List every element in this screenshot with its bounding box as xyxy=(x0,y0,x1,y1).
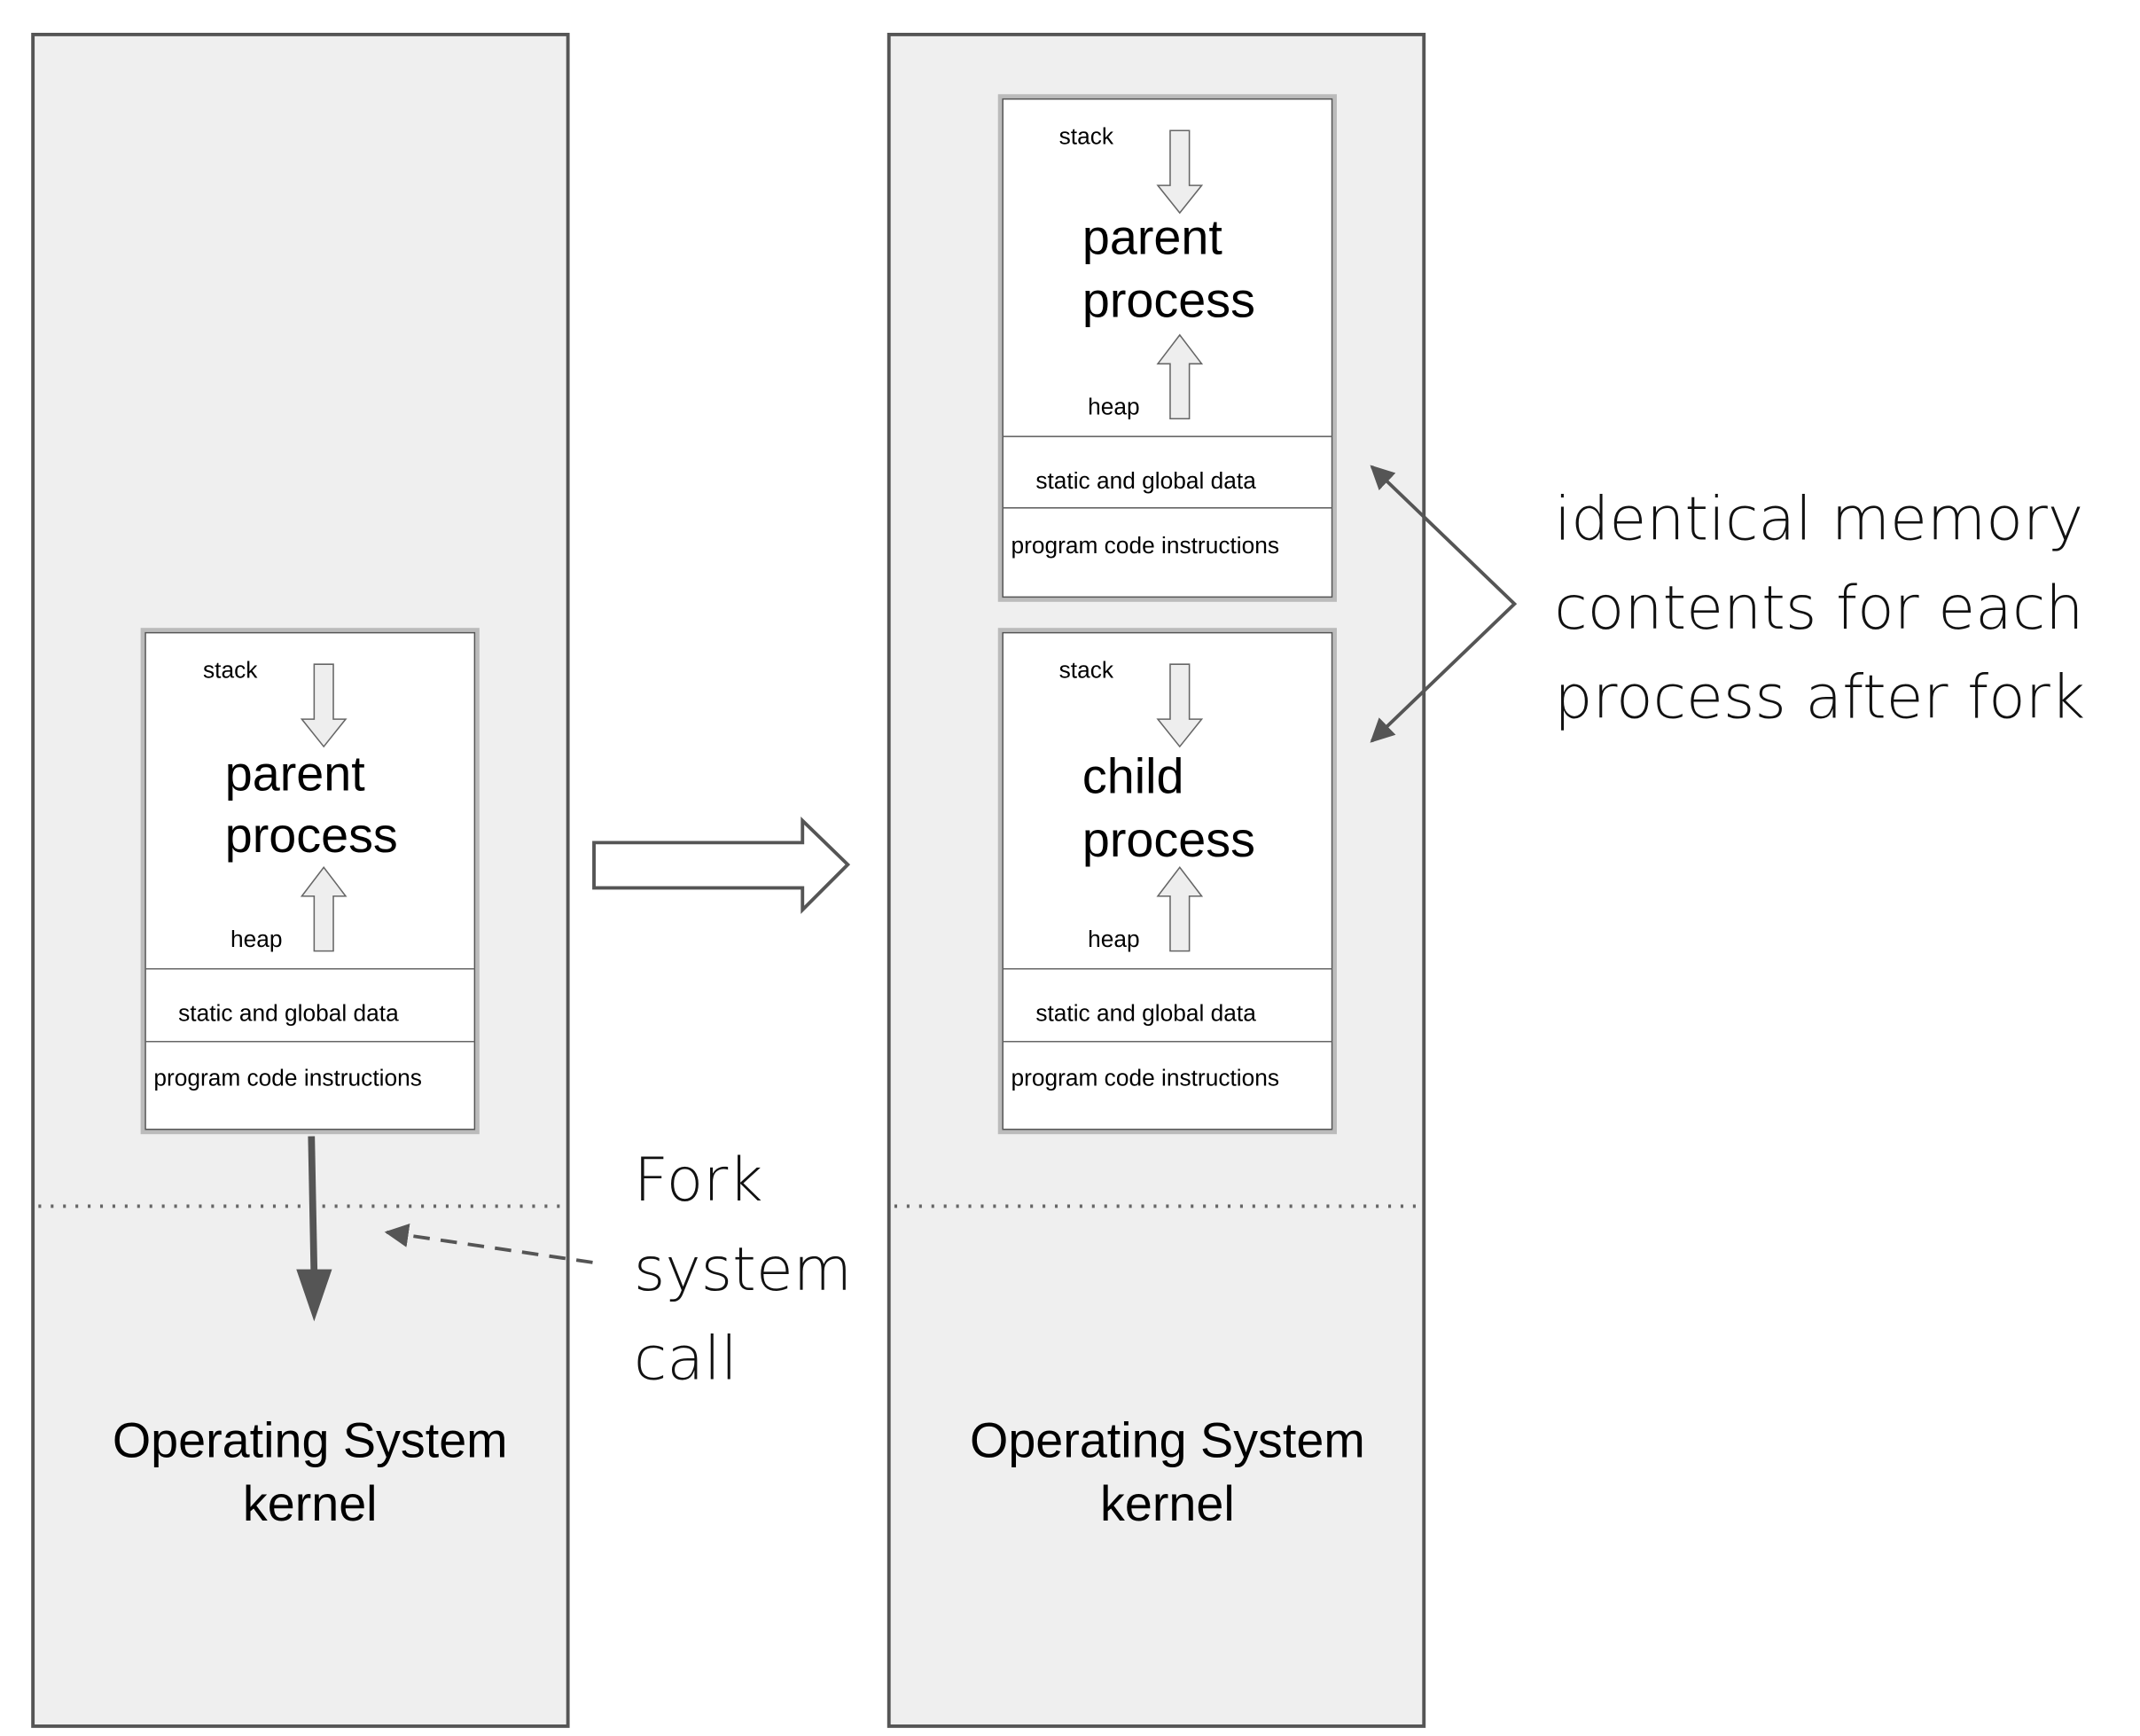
process-title-line2: process xyxy=(225,808,398,863)
identical-note-line1: identical memory xyxy=(1554,484,2083,554)
syscall-down-arrow xyxy=(296,1136,332,1322)
static-data-segment: static and global data xyxy=(1035,1000,1256,1027)
stack-label: stack xyxy=(1059,657,1114,684)
after-kernel-label-line1: Operating System xyxy=(970,1413,1365,1468)
fork-note-line1: Fork xyxy=(634,1146,763,1216)
after-child-process-memory: stack child process heap static and glob… xyxy=(997,628,1337,1135)
heap-label: heap xyxy=(230,926,283,952)
static-data-segment: static and global data xyxy=(178,1000,399,1027)
code-segment: program code instructions xyxy=(1011,532,1279,559)
heap-label: heap xyxy=(1088,926,1140,952)
heap-label: heap xyxy=(1088,394,1140,420)
process-title-line2: process xyxy=(1082,812,1255,867)
heap-up-arrow xyxy=(300,865,348,952)
fork-note-line3: call xyxy=(634,1324,738,1394)
process-title-line1: parent xyxy=(225,747,365,802)
static-data-segment: static and global data xyxy=(1035,467,1256,494)
after-parent-process-memory: stack parent process heap static and glo… xyxy=(997,94,1337,602)
before-parent-process-memory: stack parent process heap static and glo… xyxy=(140,628,480,1135)
fork-note-line2: system xyxy=(634,1235,852,1305)
code-segment: program code instructions xyxy=(153,1064,422,1091)
before-kernel-label-line2: kernel xyxy=(243,1476,378,1531)
after-kernel-label-line2: kernel xyxy=(1100,1476,1235,1531)
stack-label: stack xyxy=(203,657,258,684)
heap-up-arrow xyxy=(1156,865,1204,952)
identical-memory-pointer-arrows xyxy=(1370,465,1518,743)
identical-note-line3: process after fork xyxy=(1554,663,2085,733)
before-kernel-label-line1: Operating System xyxy=(113,1413,508,1468)
stack-label: stack xyxy=(1059,123,1114,150)
stack-down-arrow xyxy=(1156,129,1204,215)
fork-transition-arrow xyxy=(592,817,851,914)
heap-up-arrow xyxy=(1156,333,1204,419)
fork-note-pointer-arrow xyxy=(384,1223,593,1264)
process-title-line2: process xyxy=(1082,273,1255,328)
identical-note-line2: contents for each xyxy=(1554,574,2083,644)
stack-down-arrow xyxy=(300,663,348,748)
code-segment: program code instructions xyxy=(1011,1064,1279,1091)
process-title-line1: parent xyxy=(1082,210,1222,265)
stack-down-arrow xyxy=(1156,663,1204,748)
process-title-line1: child xyxy=(1082,749,1184,804)
